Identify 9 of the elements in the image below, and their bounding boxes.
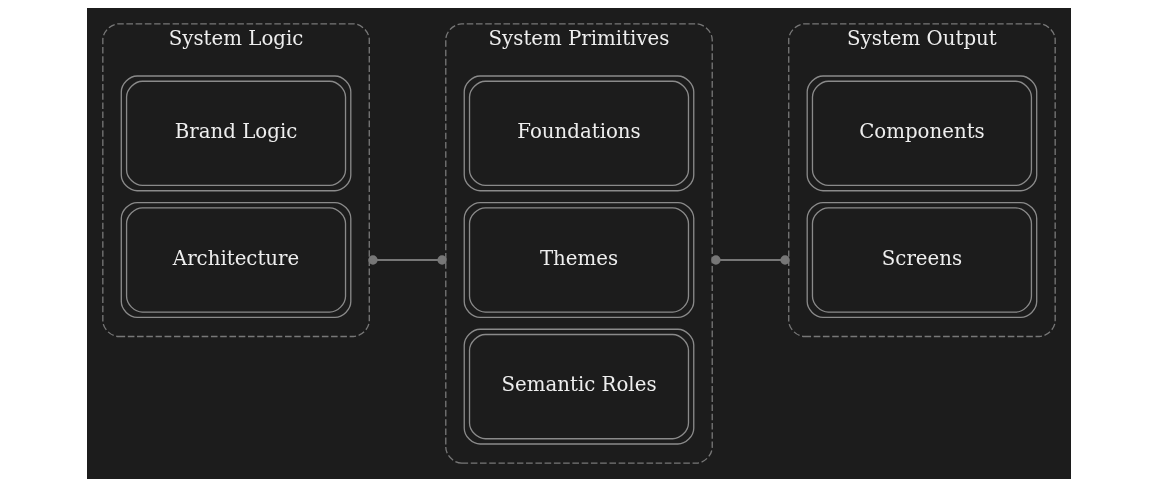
node-box: Components: [806, 75, 1038, 192]
node-box: Architecture: [120, 201, 352, 319]
node-box: Themes: [463, 201, 695, 319]
connector: [368, 255, 447, 265]
node-box: Foundations: [463, 75, 695, 192]
node-box: Brand Logic: [120, 75, 352, 192]
connector: [711, 255, 790, 265]
node-box: Semantic Roles: [463, 328, 695, 445]
node-box: Screens: [806, 201, 1038, 319]
